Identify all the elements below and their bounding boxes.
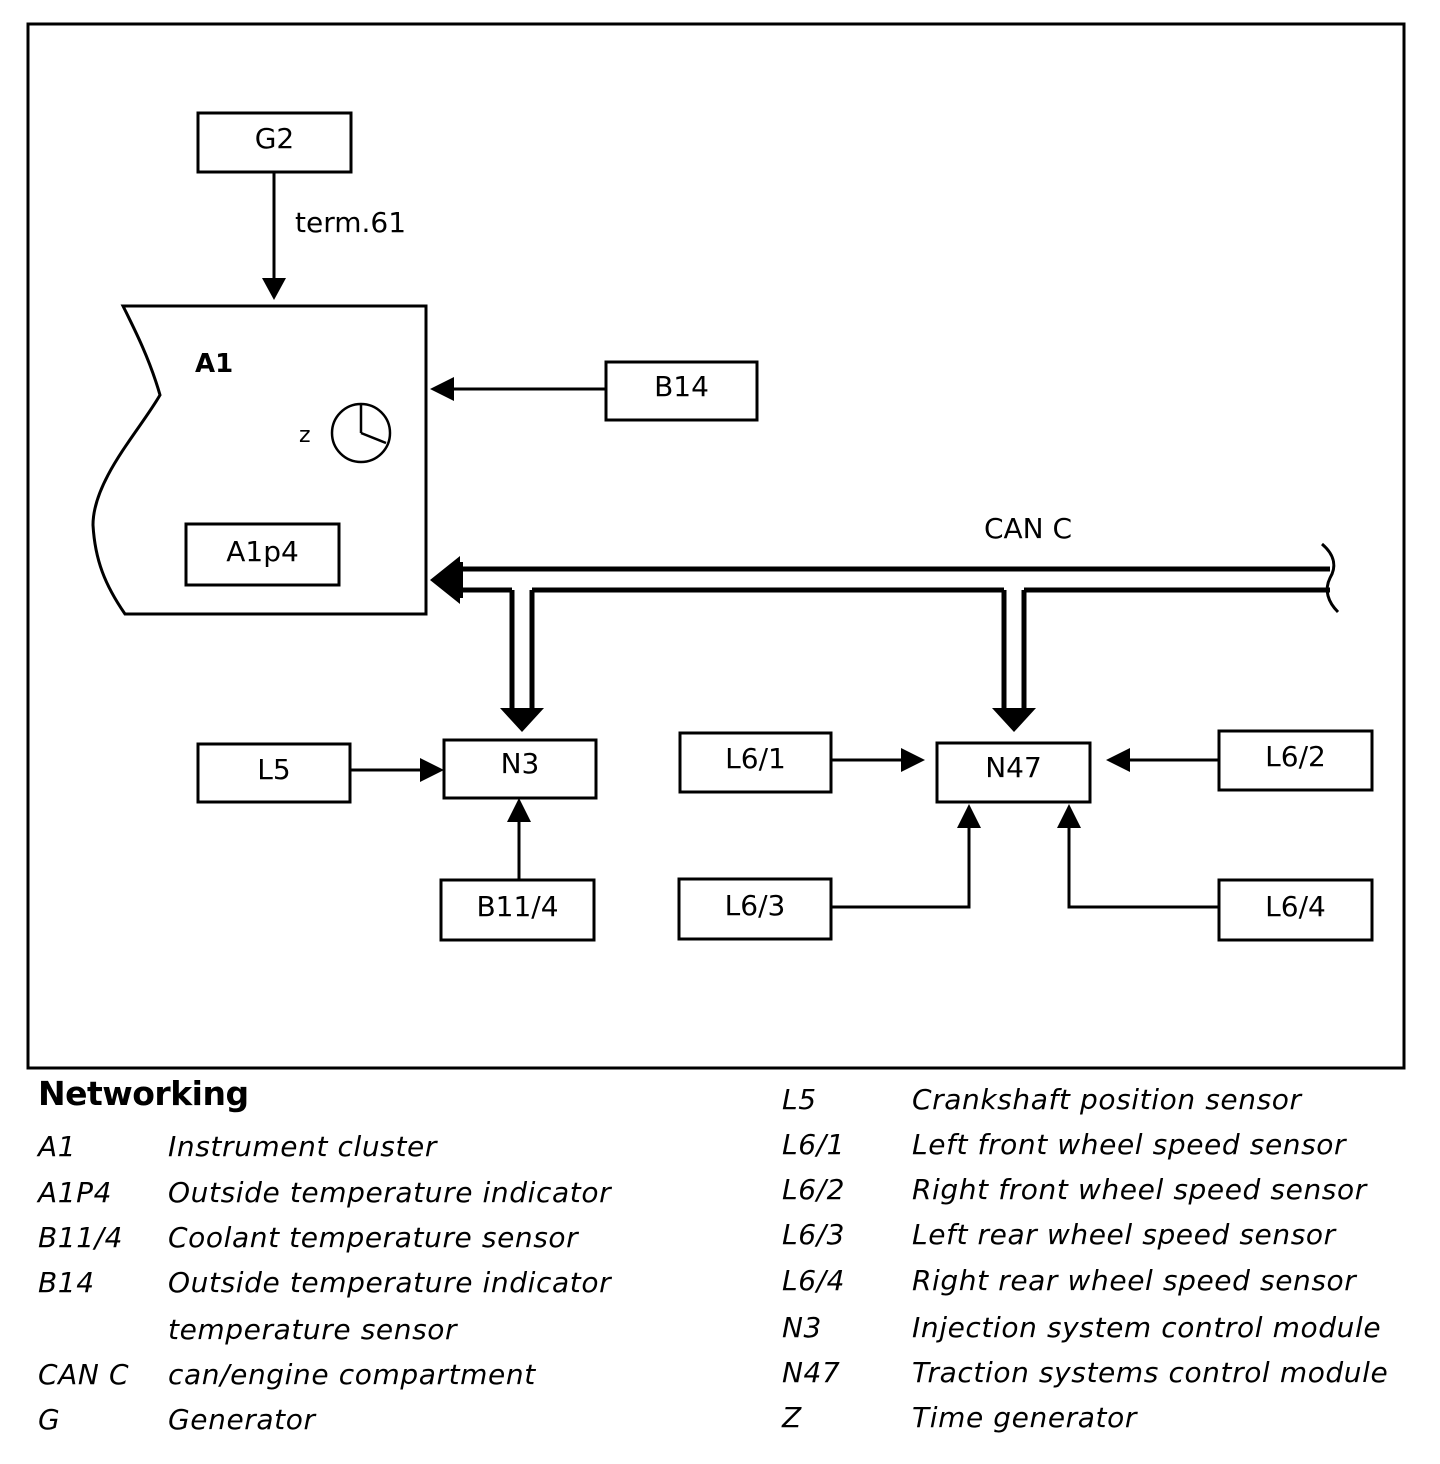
box-b11-4: B11/4 [439,878,596,942]
box-l5-label: L5 [257,753,290,786]
legend-desc: Instrument cluster [168,1130,437,1163]
legend-desc: Injection system control module [912,1311,1382,1344]
box-g2: G2 [196,111,353,174]
box-l6-4-label: L6/4 [1265,890,1326,923]
legend-code: L6/4 [782,1264,846,1297]
legend-code: L6/3 [782,1218,846,1251]
can-c-label: CAN C [984,512,1072,545]
l6-3-arrow [831,804,981,909]
box-a1p4-label: A1p4 [226,535,299,568]
legend-code: L6/2 [782,1173,846,1206]
legend-code: G [38,1403,61,1436]
can-branch-n3 [500,590,544,732]
clock-icon [330,402,392,464]
legend-desc: Time generator [912,1401,1137,1434]
box-l6-1: L6/1 [678,731,833,794]
legend-desc: Generator [168,1403,316,1436]
legend-code: CAN C [38,1358,130,1391]
b14-arrow [430,377,606,401]
legend-code: A1P4 [38,1176,113,1209]
legend-desc: Right rear wheel speed sensor [912,1264,1357,1297]
legend-desc: Right front wheel speed sensor [912,1173,1367,1206]
legend-desc: can/engine compartment [168,1358,536,1391]
box-n47-label: N47 [985,751,1042,784]
box-n3-label: N3 [501,747,540,780]
box-a1p4: A1p4 [184,522,341,587]
legend-desc: Left front wheel speed sensor [912,1128,1347,1161]
box-l6-2-label: L6/2 [1265,740,1326,773]
legend-code: L6/1 [782,1128,846,1161]
l6-4-arrow [1057,804,1219,909]
a1-instrument-cluster [91,304,428,616]
box-b11-4-label: B11/4 [476,890,558,923]
legend-desc: Outside temperature indicator [168,1266,612,1299]
box-b14: B14 [604,360,759,422]
term61-arrow [262,172,286,300]
legend-desc: temperature sensor [168,1313,458,1346]
box-l6-2: L6/2 [1217,729,1374,792]
legend-desc: Traction systems control module [912,1356,1389,1389]
legend-code: N3 [782,1311,822,1344]
legend-desc: Left rear wheel speed sensor [912,1218,1336,1251]
b11-4-arrow [507,798,531,880]
term61-label: term.61 [295,206,406,239]
box-l6-1-label: L6/1 [725,742,786,775]
box-g2-label: G2 [255,122,295,155]
legend-code: L5 [782,1083,817,1116]
legend-code: N47 [782,1356,841,1389]
box-l6-3-label: L6/3 [725,889,786,922]
legend-code: B14 [38,1266,95,1299]
box-b14-label: B14 [654,370,709,403]
a1-label: A1 [195,349,233,379]
box-l6-3: L6/3 [677,877,833,941]
box-l5: L5 [196,742,352,804]
network-diagram: G2 term.61 A1 z A1p4 B14 CAN C [26,22,1406,1070]
legend-code: Z [782,1401,802,1434]
can-branch-n47 [992,590,1036,732]
legend-desc: Crankshaft position sensor [912,1083,1302,1116]
l6-2-arrow [1106,748,1219,772]
can-c-bus [430,542,1340,614]
legend-code: B11/4 [38,1221,124,1254]
l5-arrow [350,758,444,782]
l6-1-arrow [831,748,925,772]
legend-title: Networking [38,1074,249,1113]
legend-code: A1 [38,1130,77,1163]
legend-desc: Outside temperature indicator [168,1176,612,1209]
diagram-frame [26,22,1406,1070]
box-n47: N47 [935,741,1092,804]
legend-desc: Coolant temperature sensor [168,1221,579,1254]
box-l6-4: L6/4 [1217,878,1374,942]
clock-z-label: z [299,423,311,448]
box-n3: N3 [442,738,598,800]
